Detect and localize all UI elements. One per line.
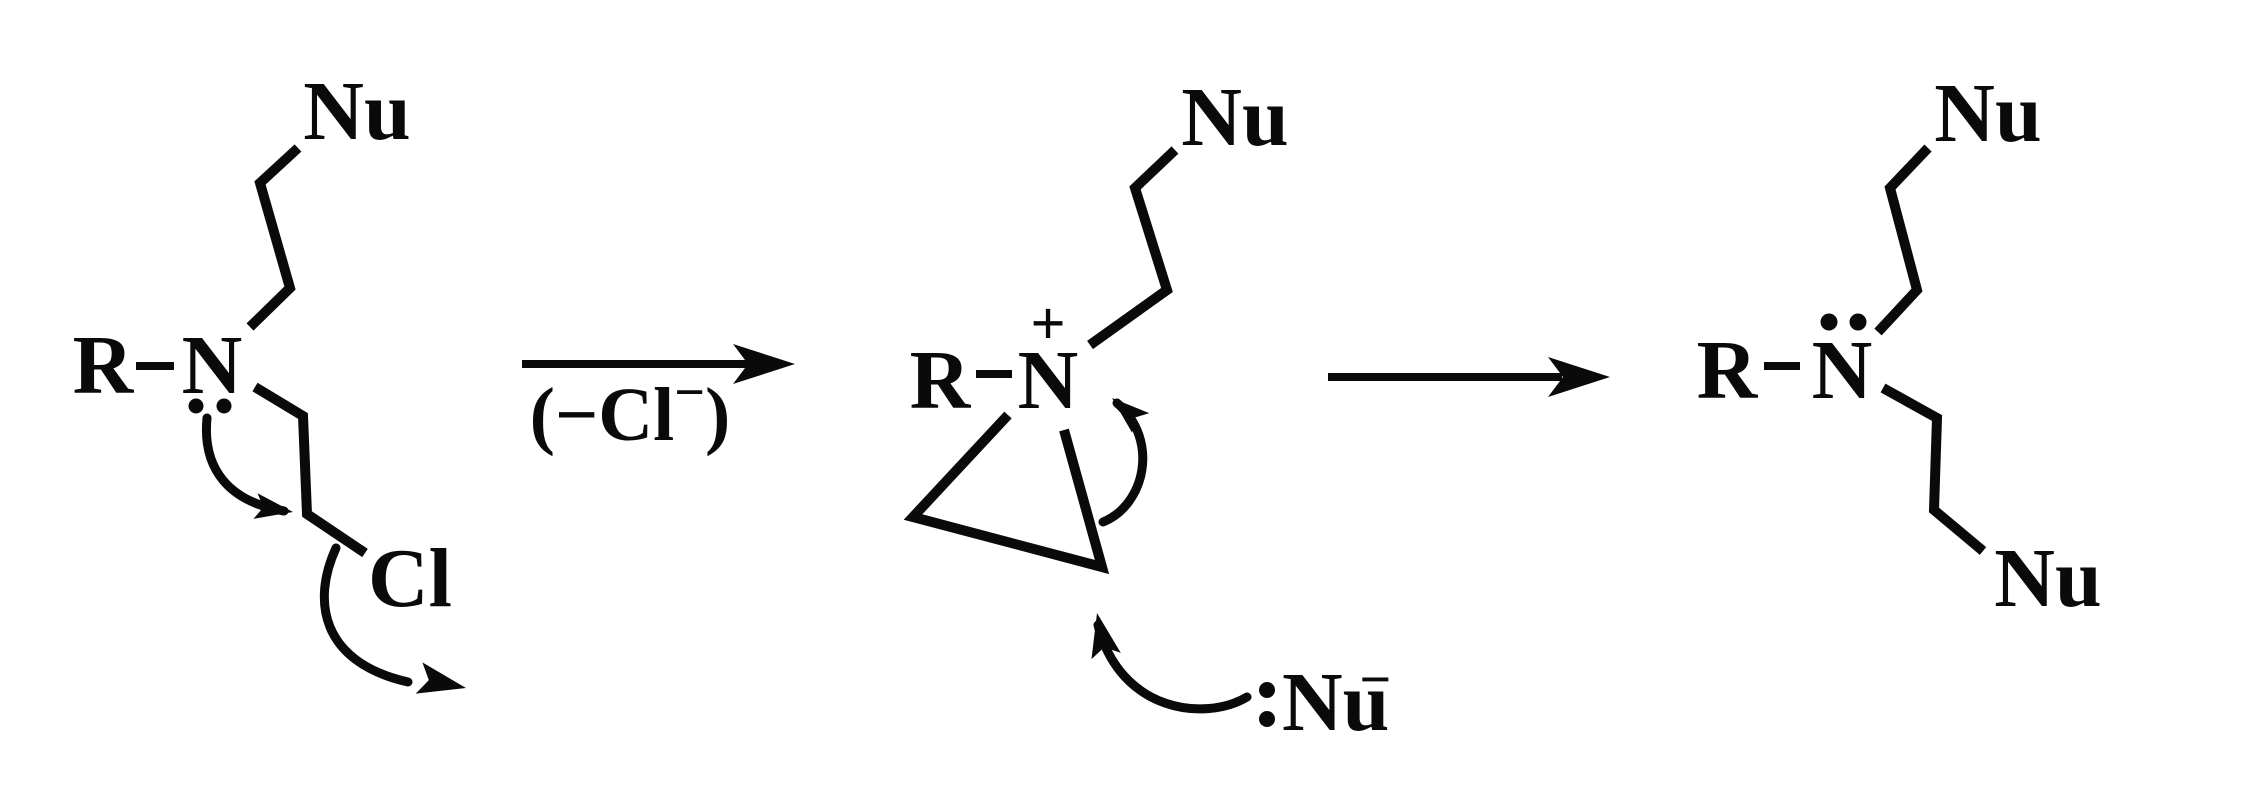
lone-pair-dots-icon — [188, 398, 232, 414]
intermediate-nu-label: Nu — [1181, 71, 1288, 164]
minus-chloride-caption: (−Cl−) — [530, 362, 731, 457]
nucleophile-group: Nu− — [1091, 613, 1391, 749]
product-nu-top-label: Nu — [1934, 67, 2041, 160]
lone-pair-dots-icon — [1259, 682, 1275, 727]
reactant-cl-label: Cl — [368, 532, 452, 625]
nucleophile-label: Nu− — [1282, 649, 1391, 749]
reactant-r-label: R — [73, 319, 135, 412]
intermediate-n-label: N — [1018, 334, 1079, 427]
reactant-molecule: Nu R N Cl — [73, 65, 466, 694]
curved-arrow-n-attacks-carbon-icon — [201, 413, 293, 519]
product-lower-chain-bonds — [1880, 383, 1987, 555]
product-r-label: R — [1697, 324, 1759, 417]
product-molecule: Nu R N Nu — [1697, 67, 2102, 625]
right-arrow-head-icon — [733, 344, 795, 384]
curved-arrow-nucleophile-attack-icon — [1091, 613, 1252, 714]
intermediate-r-label: R — [910, 334, 972, 427]
reactant-nu-label: Nu — [303, 65, 410, 158]
product-upper-chain-bonds — [1874, 144, 1932, 336]
curved-arrow-chloride-leaves-icon — [319, 543, 466, 694]
lone-pair-dots-icon — [1820, 313, 1867, 331]
reactant-upper-chain-bonds — [246, 144, 302, 331]
reactant-lower-chain-bonds — [252, 382, 368, 558]
intermediate-upper-chain-bonds — [1087, 146, 1179, 350]
step1-reaction-arrow: (−Cl−) — [522, 344, 795, 457]
intermediate-molecule: Nu + R N — [903, 71, 1289, 575]
step2-reaction-arrow — [1328, 357, 1610, 397]
product-nu-bottom-label: Nu — [1994, 532, 2101, 625]
product-n-label: N — [1812, 324, 1873, 417]
aziridinium-ring-icon — [903, 411, 1110, 575]
reactant-n-label: N — [182, 319, 243, 412]
plus-charge-label: + — [1030, 290, 1065, 358]
right-arrow-head-icon — [1548, 357, 1610, 397]
curved-arrow-ring-opening-icon — [1098, 398, 1150, 527]
